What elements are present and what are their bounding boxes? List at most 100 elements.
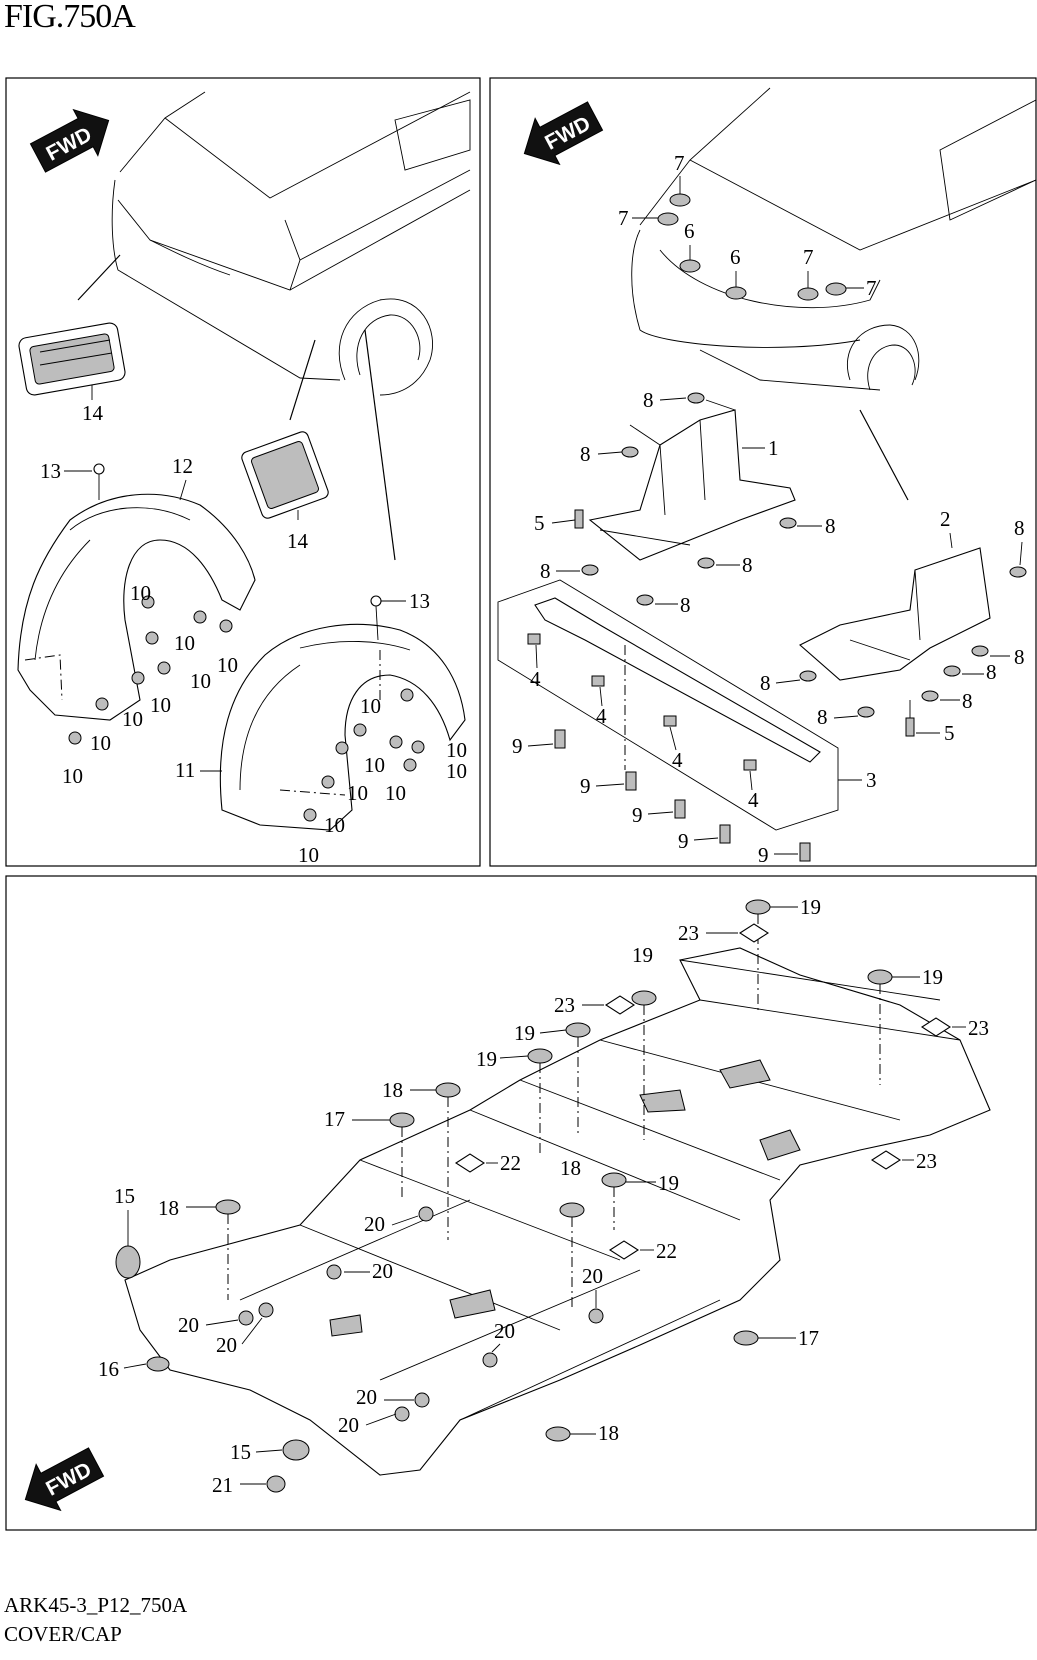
- callout-5b: 5: [944, 721, 955, 745]
- callout-12: 12: [172, 454, 193, 478]
- callout-17b: 17: [798, 1326, 819, 1350]
- callout-23d: 23: [916, 1149, 937, 1173]
- callout-23c: 23: [968, 1016, 989, 1040]
- fwd-arrow-2: FWD: [523, 101, 604, 166]
- callout-9d: 9: [678, 829, 689, 853]
- callout-10i: 10: [360, 694, 381, 718]
- callout-8a: 8: [643, 388, 654, 412]
- callout-10p: 10: [298, 843, 319, 867]
- part-3-reinforcement: [534, 597, 821, 770]
- callout-20g: 20: [356, 1385, 377, 1409]
- callout-17a: 17: [324, 1107, 345, 1131]
- bonnet-caps: [657, 193, 847, 301]
- part-1-engine-undercover: [588, 392, 796, 561]
- callout-20h: 20: [338, 1413, 359, 1437]
- callout-4c: 4: [672, 748, 683, 772]
- fwd-arrow-3: FWD: [24, 1447, 105, 1512]
- callout-22a: 22: [500, 1151, 521, 1175]
- part-11-wheel-liner: [219, 623, 466, 831]
- callout-20b: 20: [372, 1259, 393, 1283]
- part-12-wheel-liner: [17, 493, 256, 721]
- nuts-4: [527, 633, 757, 771]
- callout-20e: 20: [582, 1264, 603, 1288]
- clips-10-right: [303, 688, 425, 822]
- callout-8i: 8: [760, 671, 771, 695]
- callout-6a: 6: [684, 219, 695, 243]
- callout-19b: 19: [922, 965, 943, 989]
- bolts-9: [554, 729, 811, 862]
- callout-13a: 13: [40, 459, 61, 483]
- vehicle-front-outline: [631, 87, 1037, 391]
- callout-18b: 18: [158, 1196, 179, 1220]
- part-2-side-undercover: [799, 547, 1027, 681]
- floor-undercover-assembly: [124, 947, 991, 1476]
- callout-10d: 10: [217, 653, 238, 677]
- callout-23a: 23: [678, 921, 699, 945]
- panel-front-right: [489, 77, 1037, 867]
- callout-9b: 9: [580, 774, 591, 798]
- callout-10h: 10: [62, 764, 83, 788]
- callout-8l: 8: [817, 705, 828, 729]
- callout-5a: 5: [534, 511, 545, 535]
- callout-8h: 8: [1014, 645, 1025, 669]
- callout-8k: 8: [962, 689, 973, 713]
- fwd-arrow-1: FWD: [29, 108, 110, 173]
- callout-9e: 9: [758, 843, 769, 867]
- callout-9a: 9: [512, 734, 523, 758]
- figure-name: COVER/CAP: [4, 1622, 122, 1646]
- labels-23: [604, 923, 952, 1170]
- plug-15a: [115, 1245, 141, 1279]
- callout-21: 21: [212, 1473, 233, 1497]
- callout-18c: 18: [560, 1156, 581, 1180]
- callout-7b: 7: [618, 206, 629, 230]
- callout-10n: 10: [347, 781, 368, 805]
- callout-2: 2: [940, 507, 951, 531]
- callout-8b: 8: [580, 442, 591, 466]
- callout-10a: 10: [130, 581, 151, 605]
- callout-22b: 22: [656, 1239, 677, 1263]
- label-22b: [608, 1240, 640, 1260]
- plugs-20: [238, 1206, 604, 1422]
- callout-8g: 8: [1014, 516, 1025, 540]
- plug-15b: [282, 1439, 310, 1461]
- callout-8f: 8: [680, 593, 691, 617]
- cap-17a: [389, 1112, 415, 1128]
- callout-10e: 10: [150, 693, 171, 717]
- callout-8c: 8: [825, 514, 836, 538]
- callout-8e: 8: [742, 553, 753, 577]
- callout-10c: 10: [190, 669, 211, 693]
- callout-19d: 19: [514, 1021, 535, 1045]
- callout-4a: 4: [530, 667, 541, 691]
- callout-20c: 20: [178, 1313, 199, 1337]
- callout-16: 16: [98, 1357, 119, 1381]
- callout-7a: 7: [674, 151, 685, 175]
- callout-19e: 19: [476, 1047, 497, 1071]
- callout-10j: 10: [364, 753, 385, 777]
- callout-15b: 15: [230, 1440, 251, 1464]
- callout-11: 11: [175, 758, 195, 782]
- panel-front-left: [5, 77, 481, 867]
- callout-10k: 10: [446, 738, 467, 762]
- callout-8d: 8: [540, 559, 551, 583]
- panel-floor: [5, 875, 1037, 1531]
- callout-20f: 20: [494, 1319, 515, 1343]
- callout-20a: 20: [364, 1212, 385, 1236]
- cap-16: [146, 1356, 170, 1372]
- callout-4d: 4: [748, 788, 759, 812]
- callout-14b: 14: [287, 529, 309, 553]
- label-22a: [454, 1153, 486, 1173]
- callout-15a: 15: [114, 1184, 135, 1208]
- callout-19a: 19: [800, 895, 821, 919]
- callout-1: 1: [768, 436, 779, 460]
- callout-10f: 10: [122, 707, 143, 731]
- part-14-vent-a: [18, 322, 126, 396]
- callout-10b: 10: [174, 631, 195, 655]
- callout-10o: 10: [324, 813, 345, 837]
- callout-3: 3: [866, 768, 877, 792]
- caps-18: [215, 1082, 585, 1442]
- callout-13b: 13: [409, 589, 430, 613]
- figure-code: ARK45-3_P12_750A: [4, 1593, 188, 1617]
- vehicle-rear-outline: [111, 91, 471, 396]
- callout-18d: 18: [598, 1421, 619, 1445]
